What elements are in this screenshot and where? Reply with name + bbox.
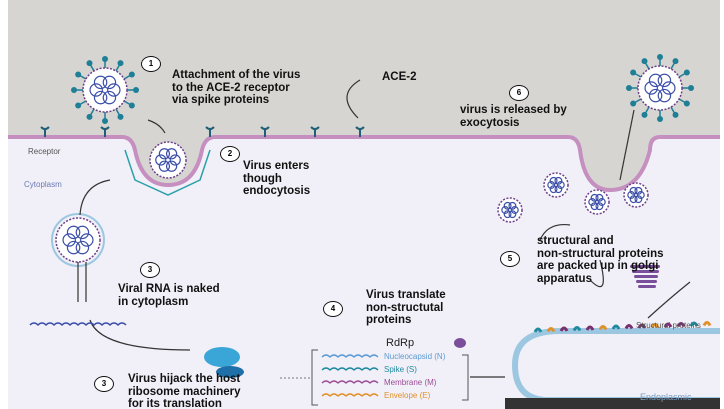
receptor-icon: [310, 126, 320, 137]
step-3-badge: 3: [140, 262, 160, 278]
viral-rna-strand: [29, 322, 127, 327]
step-3b-line: Virus hijack the host: [128, 373, 241, 385]
legend-membrane: Membrane (M): [384, 378, 437, 387]
virus-icon: [149, 141, 187, 179]
step-6-line: exocytosis: [460, 116, 520, 129]
ribosome-small-subunit-icon: [216, 366, 244, 378]
golgi-cisterna: [638, 285, 656, 288]
step-3b-badge: 3: [94, 376, 114, 392]
ace2-label: ACE-2: [382, 71, 417, 83]
ribosome-icon: [204, 347, 240, 367]
virus-icon: [55, 217, 101, 263]
step-2-line: Virus enters: [243, 160, 310, 172]
step-2-line: endocytosis: [243, 185, 311, 197]
legend-waves: [321, 354, 379, 397]
step-1-line: via spike proteins: [172, 94, 270, 106]
step-4-line: non-structutal: [366, 301, 444, 314]
structural-protein-icon: [598, 325, 608, 331]
receptor-icon: [205, 126, 215, 137]
step-4-line: Virus translate: [366, 289, 446, 301]
receptor-label: Receptor: [28, 147, 61, 156]
structural-protein-icon: [611, 324, 621, 330]
step-6-line: virus is released by: [460, 104, 567, 116]
virus-icon: [71, 56, 139, 124]
receptor-icon: [260, 126, 270, 137]
virus-icon: [584, 189, 610, 215]
virus-icon: [497, 197, 523, 223]
structural-protein-icon: [546, 327, 556, 333]
golgi-cisterna: [630, 265, 660, 268]
golgi-cisterna: [634, 275, 658, 278]
clathrin-coat: [124, 149, 211, 196]
step-3b-line: for its translation: [128, 398, 222, 409]
step-4-line: proteins: [366, 314, 412, 326]
endoplasmic-reticulum: [511, 328, 720, 403]
structural-protein-icon: [689, 321, 699, 327]
endoplasmic-label: Endoplasmic: [640, 392, 692, 402]
legend-wave: [321, 367, 379, 371]
step-3-line: Viral RNA is naked: [118, 283, 220, 295]
structural-protein-icon: [533, 327, 543, 333]
legend-nucleocapsid: Nucleocapsid (N): [384, 352, 446, 361]
step-5-line: structural and: [537, 235, 614, 247]
receptor-icon: [100, 126, 110, 137]
step-5-line: non-structural proteins: [537, 247, 664, 260]
structural-protein-icon: [585, 325, 595, 331]
step-2-line: though: [243, 172, 282, 185]
legend-envelope: Envelope (E): [384, 391, 431, 400]
step-1-badge: 1: [141, 56, 161, 72]
receptor-icon: [355, 126, 365, 137]
step-3-line: in cytoplasm: [118, 295, 189, 308]
structural-protein-icon: [663, 322, 673, 328]
step-2-badge: 2: [220, 146, 240, 162]
step-5-badge: 5: [500, 251, 520, 267]
ace2-receptors: [40, 126, 365, 137]
legend-wave: [321, 354, 379, 358]
structural-protein-icon: [650, 323, 660, 329]
step-6-badge: 6: [509, 85, 529, 101]
structural-protein-icon: [572, 326, 582, 332]
legend-spike: Spike (S): [384, 365, 417, 374]
structural-protein-icon: [559, 326, 569, 332]
rdrp-label: RdRp: [386, 337, 415, 349]
rdrp-icon: [454, 338, 466, 348]
er-base: [505, 398, 720, 409]
golgi-cisterna: [636, 280, 657, 283]
step-4-badge: 4: [323, 301, 343, 317]
receptor-icon: [40, 126, 50, 137]
golgi-apparatus-icon: [630, 265, 660, 288]
step-1-line: Attachment of the virus: [172, 69, 301, 81]
cell-membrane: [8, 135, 720, 193]
step-1-line: to the ACE-2 receptor: [172, 81, 290, 94]
extracellular-region: [8, 0, 720, 190]
step-3b-line: ribosome machinery: [128, 385, 241, 398]
structural-protein-icon: [676, 322, 686, 328]
structural-proteins-on-er: [533, 321, 712, 333]
step-5-line: apparatus: [537, 272, 592, 285]
virus-icon: [543, 172, 569, 198]
structural-protein-icon: [637, 323, 647, 329]
legend-wave: [321, 380, 379, 384]
cytoplasm-label: Cytoplasm: [24, 180, 62, 189]
structural-protein-icon: [702, 321, 712, 327]
process-arrows: [77, 79, 691, 378]
virus-particles: [51, 54, 694, 267]
structural-proteins-label: Structural proteins: [636, 321, 701, 330]
virus-icon: [626, 54, 694, 122]
golgi-cisterna: [632, 270, 659, 273]
step-5-line: are packed up in golgi: [537, 260, 659, 272]
legend-bracket: [311, 349, 469, 406]
virus-icon: [623, 182, 649, 208]
structural-protein-icon: [624, 324, 634, 330]
legend-wave: [321, 393, 379, 397]
